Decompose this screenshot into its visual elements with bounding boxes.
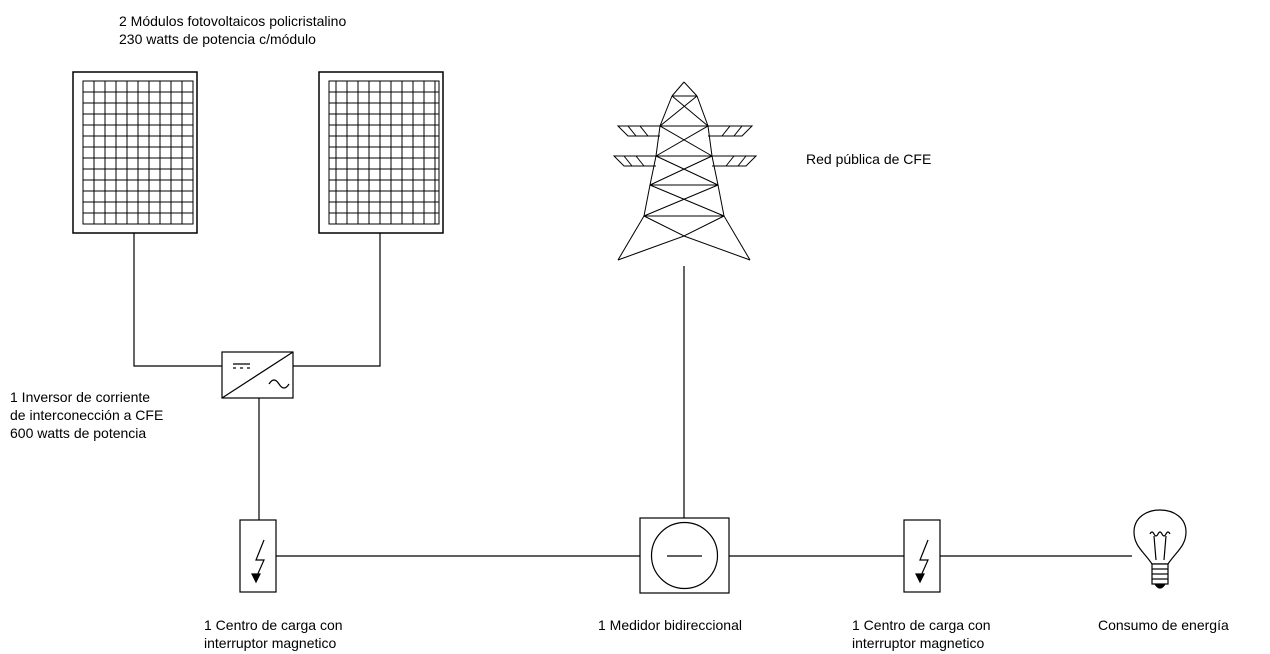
breaker-icon [903,519,941,593]
inverter-label: 1 Inversor de corriente de interconecció… [10,388,163,442]
modules-label-line-1: 2 Módulos fotovoltaicos policristalino [119,13,347,29]
breaker-icon [239,519,277,593]
inverter-icon [221,351,294,399]
transmission-tower-icon [612,81,758,261]
wire-panel-right-to-inverter [293,233,381,367]
load-center-left-label: 1 Centro de carga con interruptor magnet… [204,616,343,652]
wire-panel-left-to-inverter [133,233,222,367]
inverter-label-line-2: de interconección a CFE [10,407,164,423]
load-center-right-label-line-2: interruptor magnetico [852,635,985,651]
solar-panel-icon [318,71,444,234]
meter-label: 1 Medidor bidireccional [598,617,742,633]
modules-label: 2 Módulos fotovoltaicos policristalino 2… [119,12,346,48]
modules-label-line-2: 230 watts de potencia c/módulo [119,31,316,47]
load-center-left-label-line-1: 1 Centro de carga con [204,617,343,633]
inverter-label-line-1: 1 Inversor de corriente [10,389,151,405]
grid-label: Red pública de CFE [806,151,932,167]
load-center-right-label: 1 Centro de carga con interruptor magnet… [852,616,991,652]
load-center-right-label-line-1: 1 Centro de carga con [852,617,991,633]
bidirectional-meter [639,517,730,594]
consumption-label: Consumo de energía [1098,617,1229,633]
inverter-label-line-3: 600 watts de potencia [10,425,147,441]
light-bulb-icon [1133,509,1187,589]
meter-icon [639,517,730,594]
solar-panel-icon [72,71,198,234]
load-center-left-label-line-2: interruptor magnetico [204,635,337,651]
wiring [133,233,1132,557]
solar-panel-right [318,71,444,234]
solar-panel-left [72,71,198,234]
load-center-left [239,519,277,593]
load-center-right [903,519,941,593]
